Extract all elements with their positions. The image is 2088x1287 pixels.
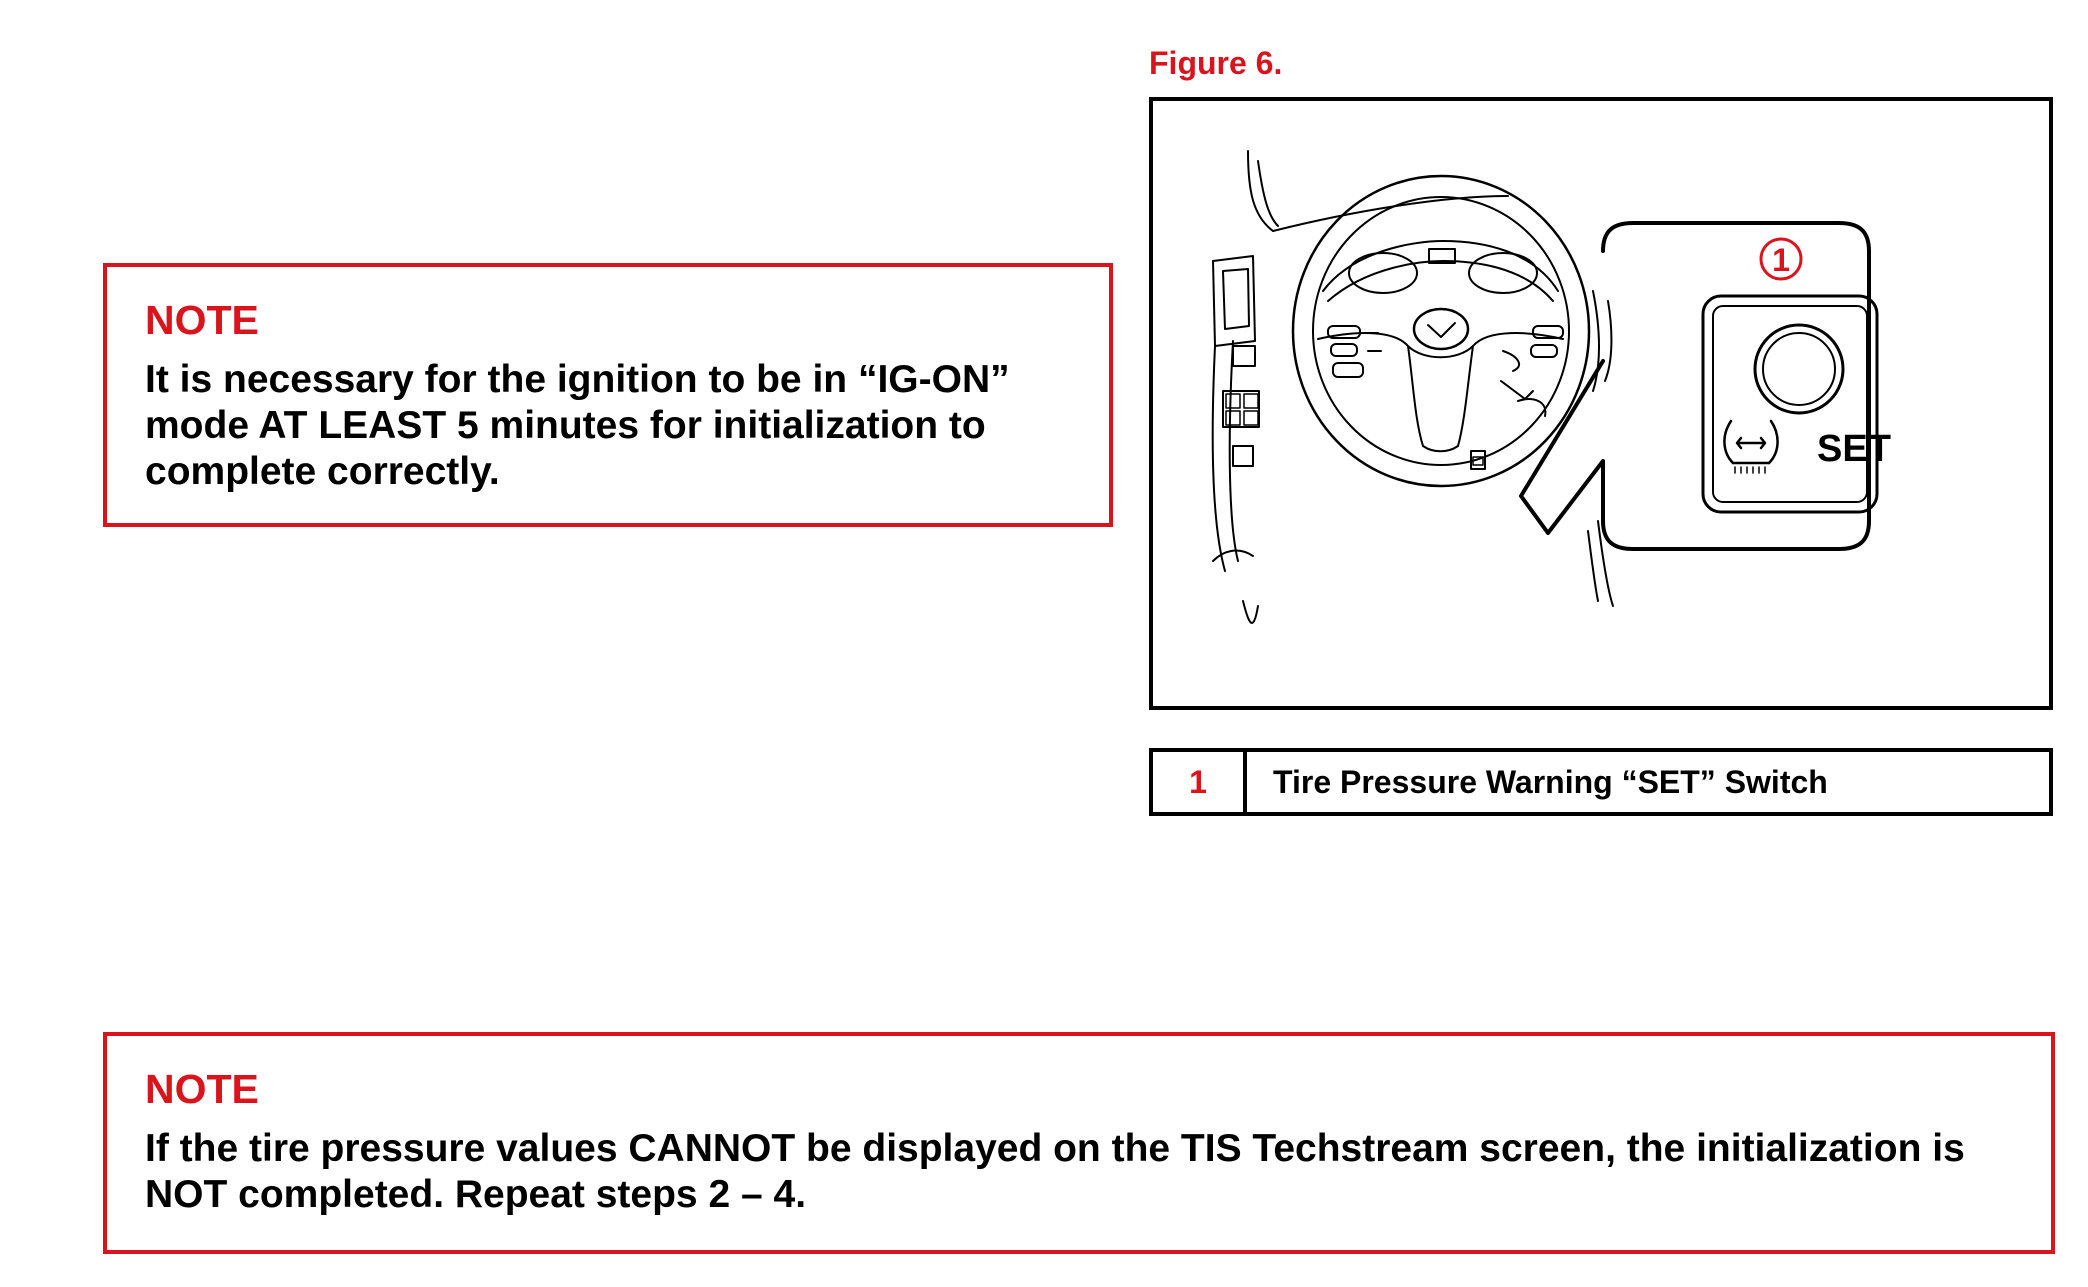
tire-pressure-warning-icon [1723,419,1779,474]
callout-number: 1 [1772,242,1790,278]
set-switch-label: SET [1817,428,1891,470]
legend-label: Tire Pressure Warning “SET” Switch [1273,763,1828,800]
legend-number: 1 [1153,752,1247,812]
note-box-ignition: NOTE It is necessary for the ignition to… [103,263,1113,527]
figure-title: Figure 6. [1149,45,1283,81]
note-title: NOTE [145,297,259,343]
note-title: NOTE [145,1066,259,1112]
note-box-initialization: NOTE If the tire pressure values CANNOT … [103,1032,2055,1254]
note-text: If the tire pressure values CANNOT be di… [145,1127,1965,1216]
steering-wheel-illustration: 1 SET [1211,150,1891,624]
figure-legend: 1 Tire Pressure Warning “SET” Switch [1149,748,2053,816]
figure-box: 1 SET [1149,97,2053,710]
note-text: It is necessary for the ignition to be i… [145,358,1010,493]
brand-emblem-icon [1412,307,1470,351]
